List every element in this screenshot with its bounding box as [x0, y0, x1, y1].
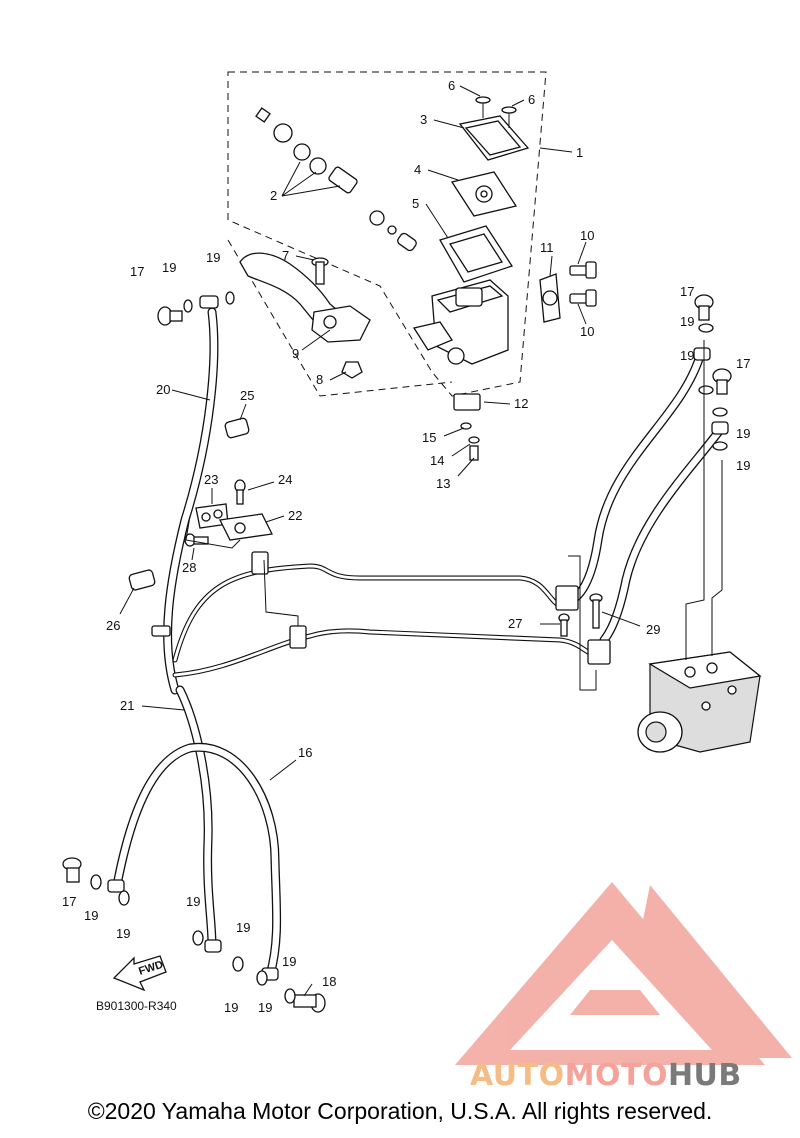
hose-clamp-25: [224, 417, 250, 439]
callout-25: 25: [240, 388, 254, 403]
callout-27: 27: [508, 616, 522, 631]
reservoir-cap-parts: [439, 115, 530, 283]
callout-19j: 19: [236, 920, 250, 935]
callout-17c: 17: [736, 356, 750, 371]
callout-6a: 6: [448, 78, 455, 93]
callout-19i: 19: [186, 894, 200, 909]
piston-kit: [255, 107, 417, 252]
callout-19h: 19: [116, 926, 130, 941]
brake-light-switch: [453, 393, 481, 411]
switch-screw: [460, 422, 480, 461]
callout-21: 21: [120, 698, 134, 713]
brake-hose-lower-21: [175, 685, 217, 950]
callout-19d: 19: [680, 348, 694, 363]
callout-2: 2: [270, 188, 277, 203]
callout-4: 4: [414, 162, 421, 177]
callout-28: 28: [182, 560, 196, 575]
callout-19e: 19: [736, 426, 750, 441]
callout-10a: 10: [580, 228, 594, 243]
callout-19l: 19: [258, 1000, 272, 1015]
callout-16: 16: [298, 745, 312, 760]
callout-14: 14: [430, 453, 444, 468]
callout-19m: 19: [224, 1000, 238, 1015]
union-bolt-set: [62, 294, 732, 1013]
callout-3: 3: [420, 112, 427, 127]
holder-bolt-lower: [569, 289, 597, 307]
master-cylinder-assembly-boundary: [227, 71, 547, 397]
brake-hose-right-rear: [561, 351, 705, 607]
brake-pipe-lower: [172, 628, 603, 678]
hose-fitting-set: [107, 295, 729, 981]
callout-22: 22: [288, 508, 302, 523]
lever-pivot-bolt: [311, 257, 329, 285]
bolt-29: [589, 593, 603, 629]
callout-24: 24: [278, 472, 292, 487]
callout-7: 7: [282, 248, 289, 263]
bolt-28: [184, 533, 209, 547]
master-cylinder-body: [412, 279, 509, 365]
watermark-brand-moto: MOTO: [564, 1058, 668, 1093]
drawing-code: B901300-R340: [96, 999, 177, 1013]
callout-8: 8: [316, 372, 323, 387]
brake-hose-right-front: [599, 425, 725, 645]
brake-hose-lower-16: [113, 742, 282, 980]
callout-9: 9: [292, 346, 299, 361]
handlebar-holder: [539, 273, 561, 323]
callout-leaders: [119, 85, 641, 997]
brake-lever: [239, 252, 371, 343]
brake-pipe-upper: [172, 563, 563, 663]
callout-19b: 19: [206, 250, 220, 265]
abs-connection-lines: [185, 340, 723, 691]
callout-12: 12: [514, 396, 528, 411]
callout-23: 23: [204, 472, 218, 487]
abs-hydraulic-unit: [637, 651, 762, 753]
callout-17a: 17: [130, 264, 144, 279]
bracket-22: [219, 513, 273, 541]
callout-5: 5: [412, 196, 419, 211]
callout-20: 20: [156, 382, 170, 397]
forward-direction-arrow: FWD: [112, 955, 167, 992]
callout-18: 18: [322, 974, 336, 989]
callout-17d: 17: [62, 894, 76, 909]
bolt-24: [234, 479, 246, 505]
copyright-notice: ©2020 Yamaha Motor Corporation, U.S.A. A…: [87, 1098, 713, 1124]
callout-19k: 19: [282, 954, 296, 969]
callout-11: 11: [540, 240, 554, 255]
callout-19c: 19: [680, 314, 694, 329]
cap-screw-pair: [475, 96, 517, 128]
automotohub-watermark-text: AUTOMOTOHUB: [470, 1058, 742, 1093]
callout-6b: 6: [528, 92, 535, 107]
watermark-brand-auto: AUTO: [470, 1058, 565, 1093]
callout-10b: 10: [580, 324, 594, 339]
lever-pivot-nut: [341, 361, 363, 379]
callout-13: 13: [436, 476, 450, 491]
callout-19a: 19: [162, 260, 176, 275]
pipe-clamp-set: [151, 551, 611, 665]
holder-bolt-upper: [569, 261, 597, 279]
watermark-brand-hub: HUB: [667, 1058, 742, 1093]
callout-labels: 1 2 3 4 5 6 6 7 8 9 10 10 11 12 13 14 15…: [62, 78, 750, 1015]
callout-26: 26: [106, 618, 120, 633]
callout-19g: 19: [84, 908, 98, 923]
callout-29: 29: [646, 622, 660, 637]
callout-17b: 17: [680, 284, 694, 299]
callout-15: 15: [422, 430, 436, 445]
bolt-27: [558, 613, 570, 637]
callout-19f: 19: [736, 458, 750, 473]
copper-washer-set: [90, 291, 728, 1004]
automotohub-logo-mark: [455, 882, 792, 1065]
hose-clamp-26: [128, 569, 156, 591]
callout-1: 1: [576, 145, 583, 160]
brake-hose-upper-left: [163, 307, 219, 695]
